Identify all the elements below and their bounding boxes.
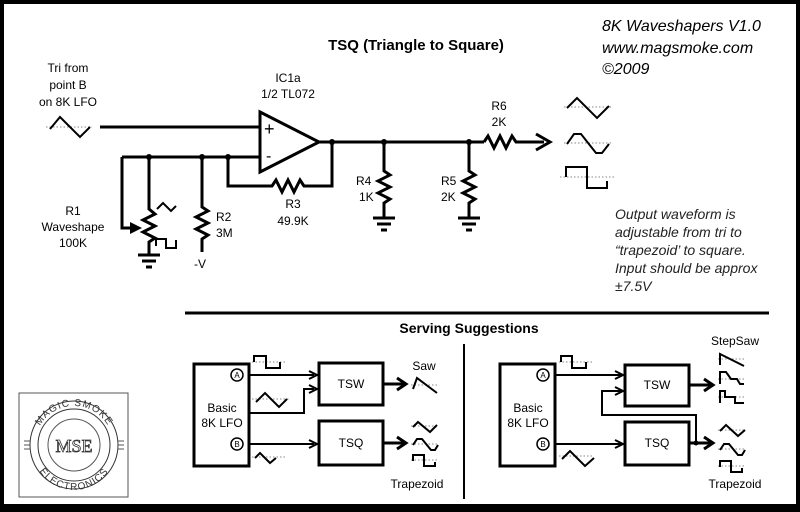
right-out2-label: Trapezoid [709,477,762,491]
resistor-r4 [373,142,395,232]
left-port-b [230,437,244,451]
left-tsw-label: TSW [338,377,365,391]
right-lfo-label-1: Basic [513,401,542,415]
right-lfo-box [498,362,557,468]
input-label-1: Tri from [48,61,89,75]
r4-value: 1K [359,190,374,204]
r6-value: 2K [492,115,507,129]
output-trapezoid-wave-icon [564,133,612,154]
left-triangle-input-icon [252,391,289,409]
input-triangle-wave-icon [46,115,92,139]
left-out1-label: Saw [412,359,436,373]
note-line-2: adjustable from tri to [615,224,742,240]
right-lfo-label-2: 8K LFO [507,416,548,430]
r2-ref: R2 [216,210,232,224]
r2-value: 3M [216,226,233,240]
negative-supply-label: -V [194,257,206,271]
pot-square-icon [155,238,177,249]
r6-ref: R6 [491,99,507,113]
right-port-a-label: A [540,371,546,380]
input-label-3: on 8K LFO [39,95,97,109]
r5-value: 2K [441,190,456,204]
resistor-r3 [226,142,334,196]
right-port-a [536,368,550,382]
right-saw-output-icon [718,352,746,367]
opamp-part: 1/2 TL072 [261,87,315,101]
serving-title: Serving Suggestions [399,320,538,336]
r5-ref: R5 [441,174,457,188]
page-title: TSQ (Triangle to Square) [328,37,504,54]
output-triangle-wave-icon [564,96,612,120]
input-label-2: point B [49,78,86,92]
left-port-a-label: A [234,371,240,380]
right-tri-output-icon [718,423,746,438]
potentiometer-r1 [120,157,160,269]
r1-value: 100K [59,236,87,250]
left-lfo-box [192,362,251,468]
logo-monogram: MSE [55,436,92,456]
right-square-output-icon [718,460,746,473]
left-saw-output-icon [411,376,439,394]
right-tsw-label: TSW [644,378,671,392]
right-port-b [536,437,550,451]
r3-ref: R3 [285,197,301,211]
r3-value: 49.9K [277,214,308,228]
right-port-b-label: B [540,440,545,449]
right-stepsaw-output-icon [718,371,746,385]
left-out2-label: Trapezoid [391,477,444,491]
output-square-wave-icon [560,166,616,189]
right-step-output-icon [718,390,746,404]
resistor-r6 [482,132,554,152]
note-line-1: Output waveform is [615,206,736,222]
left-square-input-icon [252,355,286,369]
left-tsq-label: TSQ [339,436,364,450]
left-suggestion: Basic 8K LFO A B TSW TSQ Saw Trapezoid [192,355,444,491]
left-lfo-label-2: 8K LFO [201,416,242,430]
magic-smoke-logo: MAGIC SMOKE ELECTRONICS MSE [18,392,129,498]
right-tsq-label: TSQ [645,436,670,450]
opamp-minus: - [266,148,271,165]
resistor-r2 [192,157,212,252]
right-trap-output-icon [718,443,746,456]
opamp-plus: + [264,119,275,139]
opamp-symbol: + - [258,109,323,175]
copyright: ©2009 [602,61,649,78]
note-line-5: ±7.5V [615,278,653,294]
pot-triangle-icon [156,201,177,213]
note-line-4: Input should be approx [615,260,758,276]
left-port-b-label: B [234,440,239,449]
right-triangle-b-icon [559,449,595,468]
r1-ref: R1 [65,204,81,218]
left-lfo-label-1: Basic [207,401,236,415]
schematic-canvas: TSQ (Triangle to Square) 8K Waveshapers … [18,18,769,499]
right-suggestion: Basic 8K LFO A B TSW TSQ StepSaw Trapezo… [498,334,762,491]
right-square-input-icon [559,355,592,369]
left-triangle-b-icon [252,451,286,465]
left-port-a [230,368,244,382]
left-tri-output-icon [411,420,439,434]
right-out1-label: StepSaw [711,334,759,348]
website-link[interactable]: www.magsmoke.com [602,40,753,57]
project-name: 8K Waveshapers V1.0 [602,18,761,35]
r1-name: Waveshape [42,220,105,234]
left-trap-output-icon [411,438,439,451]
note-line-3: “trapezoid’ to square. [615,242,746,258]
r4-ref: R4 [356,174,372,188]
left-square-output-icon [411,454,439,467]
resistor-r5 [458,142,480,232]
opamp-ref: IC1a [275,71,301,85]
